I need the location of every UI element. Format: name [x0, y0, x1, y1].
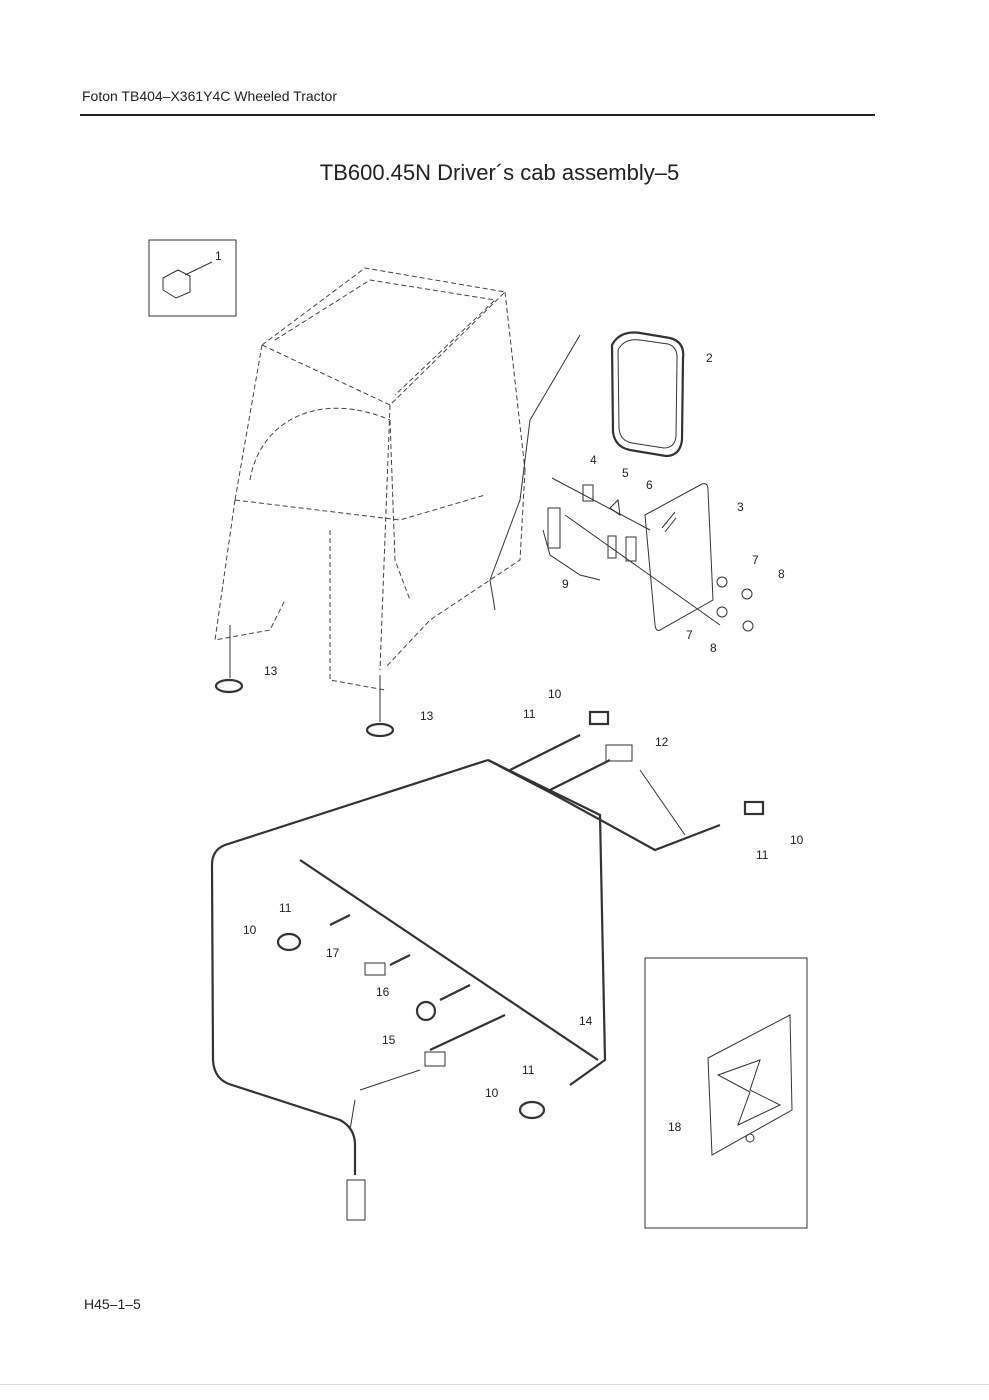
cab-frame	[214, 267, 526, 722]
side-glass-3	[644, 483, 714, 631]
callout-1: 1	[215, 249, 222, 263]
page-code: H45–1–5	[84, 1296, 141, 1312]
callout-5: 5	[622, 466, 629, 480]
callout-6: 6	[646, 478, 653, 492]
callout-13b: 13	[420, 709, 434, 723]
callout-14: 14	[579, 1014, 593, 1028]
callout-11b: 11	[756, 848, 769, 862]
grommet-13b	[365, 722, 395, 738]
callout-15: 15	[382, 1033, 396, 1047]
callout-4: 4	[590, 453, 597, 467]
callout-12: 12	[655, 735, 669, 749]
bottom-rule	[0, 1384, 989, 1385]
callout-2: 2	[706, 351, 713, 365]
callout-labels: 1 2 3 4 5 6 7 8 9 7 8 13 13 10 11 12 10 …	[215, 249, 804, 1134]
callout-10c: 10	[243, 923, 257, 937]
callout-10a: 10	[548, 687, 562, 701]
callout-8b: 8	[710, 641, 717, 655]
callout-11a: 11	[523, 707, 536, 721]
callout-10d: 10	[485, 1086, 499, 1100]
door-outline	[489, 334, 581, 611]
grommet-13a	[214, 678, 244, 694]
callout-17: 17	[326, 946, 340, 960]
callout-10b: 10	[790, 833, 804, 847]
callout-8a: 8	[778, 567, 785, 581]
callout-13a: 13	[264, 664, 278, 678]
callout-11d: 11	[522, 1063, 535, 1077]
callout-11c: 11	[279, 901, 292, 915]
callout-18: 18	[668, 1120, 682, 1134]
callout-7a: 7	[752, 553, 759, 567]
hardware-4-9	[542, 477, 754, 632]
page-title: TB600.45N Driver´s cab assembly–5	[319, 160, 680, 185]
wire-harness-14	[210, 734, 721, 1221]
window-seal-2	[610, 331, 685, 458]
callout-3: 3	[737, 500, 744, 514]
callout-16: 16	[376, 985, 390, 999]
inset-sunshade-18	[644, 957, 808, 1229]
callout-9: 9	[562, 577, 569, 591]
switches-10-17	[276, 710, 765, 1120]
header-rule	[80, 114, 875, 116]
inset-part-1	[148, 239, 237, 317]
callout-7b: 7	[686, 628, 693, 642]
document-header: Foton TB404–X361Y4C Wheeled Tractor	[82, 88, 338, 104]
